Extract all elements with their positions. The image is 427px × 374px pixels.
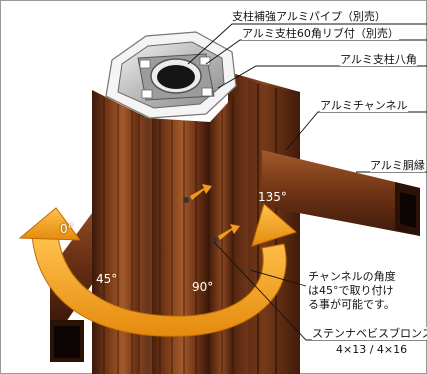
label-reinforcement-pipe: 支柱補強アルミパイプ（別売） [232,10,386,23]
label-post-ribbed: アルミ支柱60角リブ付（別売） [242,27,399,40]
angle-note-line3: る事が可能です。 [308,298,395,311]
label-screw-name: ステンナベビスブロンス [312,327,427,340]
screw-upper [183,184,212,203]
angle-note-line2: は45°で取り付け [308,284,394,297]
screw-lower [211,224,240,243]
angle-note-line1: チャンネルの角度 [308,270,396,283]
angle-135-label: 135° [258,190,287,204]
label-channel: アルミチャンネル [320,99,408,112]
leader-lines [187,23,427,341]
angle-90-label: 90° [192,280,214,294]
angle-note: チャンネルの角度 は45°で取り付け る事が可能です。 [308,270,396,312]
rotation-arrow [18,203,297,337]
angle-0-label: 0° [60,222,74,236]
rail-right [262,150,420,236]
label-screw-size: 4×13 / 4×16 [336,343,408,356]
label-rail: アルミ胴縁 [370,159,425,172]
angle-45-label: 45° [96,272,118,286]
label-post-octagon: アルミ支柱八角 [340,53,417,66]
post-top-cap [105,31,237,119]
